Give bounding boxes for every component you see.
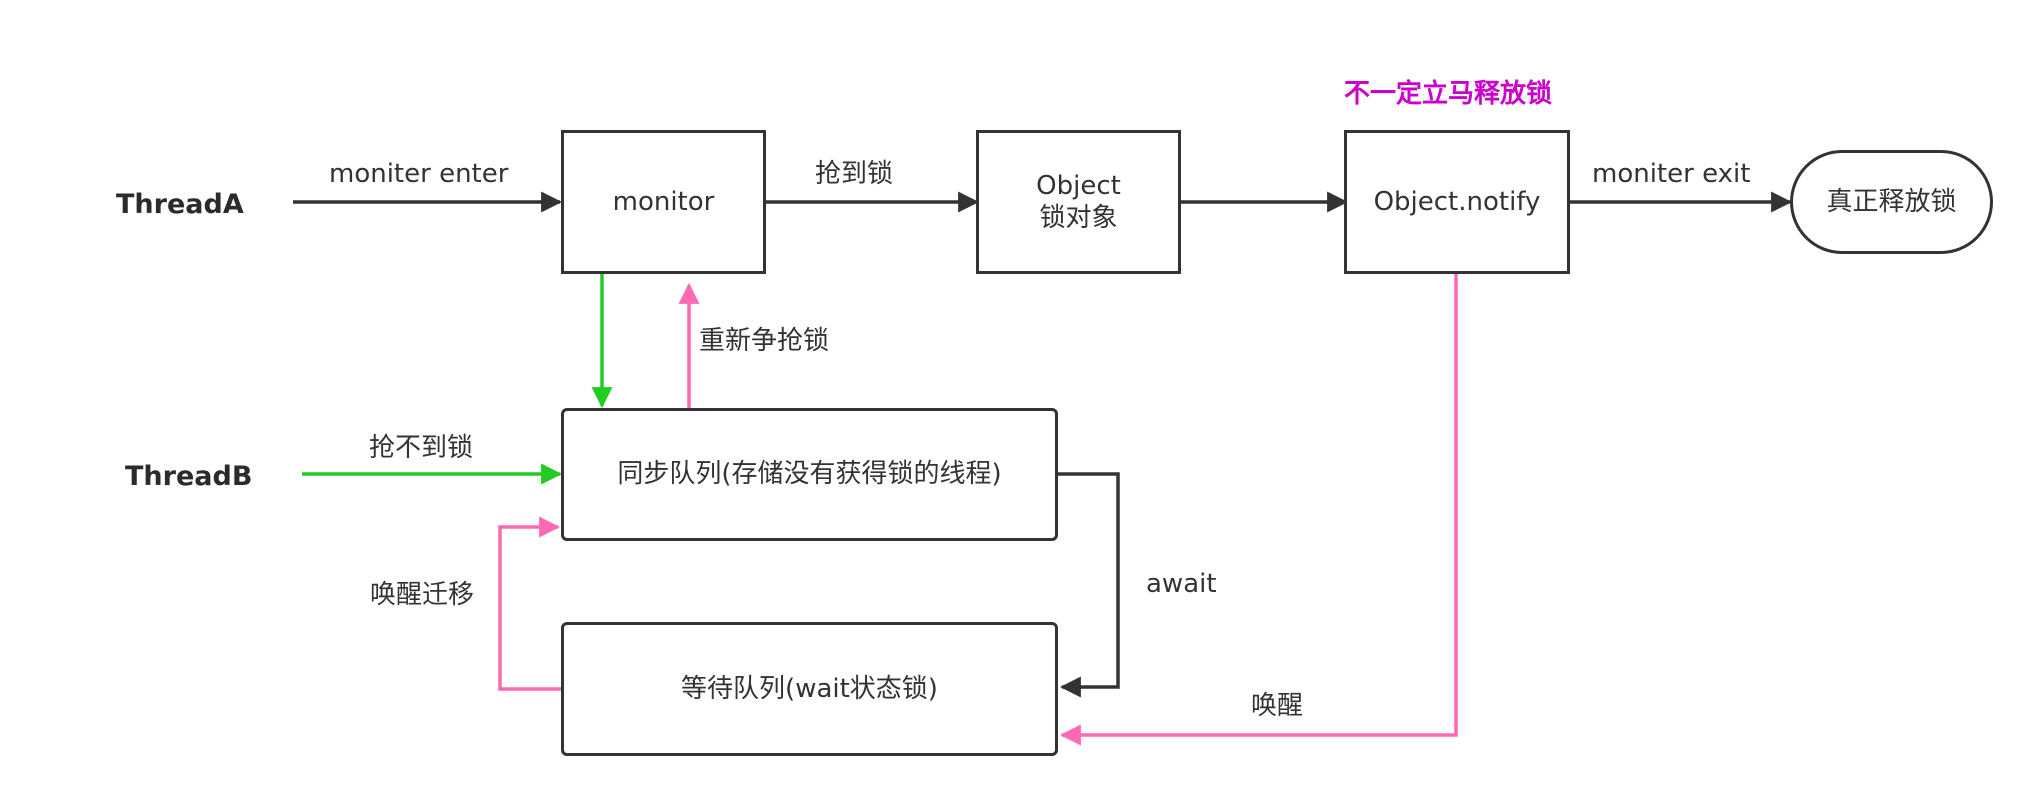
edge-label-moniter-enter: moniter enter [329,159,509,189]
edge-label-recompete: 重新争抢锁 [699,326,830,356]
edge-label-wake-migrate: 唤醒迁移 [370,580,475,610]
sync-queue-node-label: 同步队列(存储没有获得锁的线程) [617,459,1002,490]
edge-label-await: await [1146,569,1217,599]
object-node: Object 锁对象 [976,130,1181,274]
object-node-label-line2: 锁对象 [1039,203,1118,233]
object-notify-node: Object.notify [1344,130,1570,274]
thread-b-label: ThreadB [125,461,253,492]
wait-queue-node-label: 等待队列(wait状态锁) [681,673,938,704]
object-notify-node-label: Object.notify [1373,186,1541,217]
monitor-node-label: monitor [612,186,715,217]
object-node-label-line1: Object [1036,170,1121,201]
wait-queue-node: 等待队列(wait状态锁) [561,622,1058,756]
edge-wake-migrate [498,516,561,691]
release-lock-node: 真正释放锁 [1790,150,1993,254]
edge-label-got-lock: 抢到锁 [815,159,894,189]
release-lock-node-label: 真正释放锁 [1826,186,1957,217]
thread-a-label: ThreadA [116,189,244,220]
edge-label-not-got-lock: 抢不到锁 [369,433,474,463]
edge-await [1058,472,1120,698]
edge-label-moniter-exit: moniter exit [1592,159,1751,189]
not-immediate-release-note: 不一定立马释放锁 [1344,79,1553,109]
edge-label-wake: 唤醒 [1251,691,1304,721]
monitor-node: monitor [561,130,766,274]
sync-queue-node: 同步队列(存储没有获得锁的线程) [561,408,1058,541]
edge-wake [1059,273,1458,746]
